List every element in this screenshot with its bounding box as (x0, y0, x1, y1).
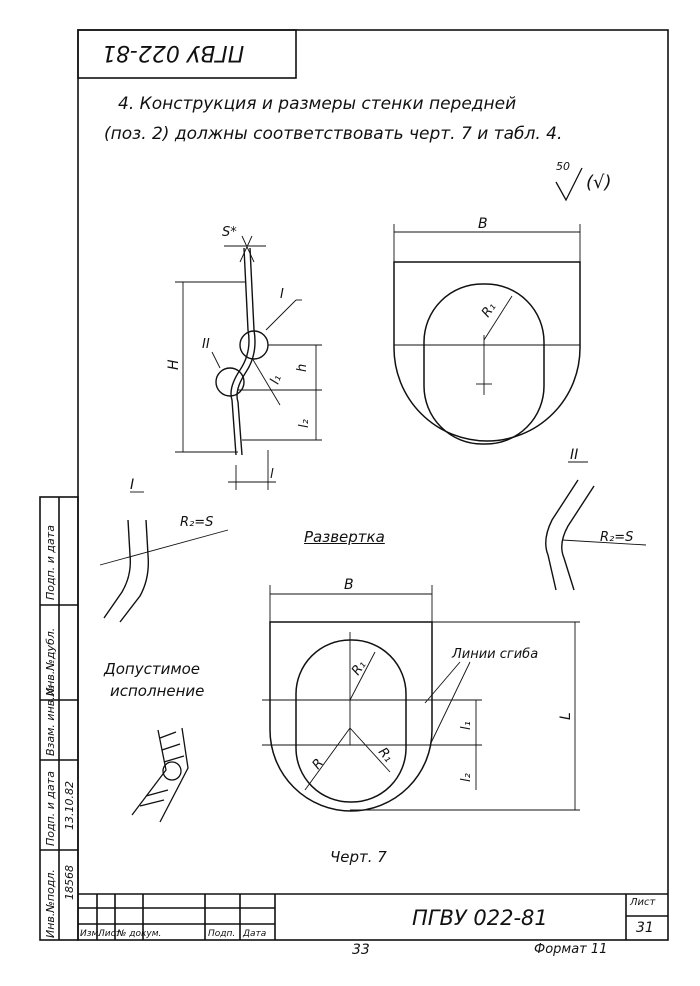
side-col-replace: Взам. инв.№ (44, 685, 57, 756)
development-view (269, 621, 433, 812)
title-block-sheet-number: 31 (636, 920, 654, 936)
note-line-1: 4. Конструкция и размеры стенки передней (118, 94, 517, 114)
detail-II-title: II (570, 447, 578, 463)
side-col-sign1: Подп. и дата (44, 771, 57, 846)
front-view-dimensions (393, 224, 581, 395)
detail-I-title: I (130, 477, 134, 493)
tb-header-sign: Подп. (208, 929, 235, 939)
detail-I-r2: R₂=S (180, 515, 213, 530)
alt-design-line2: исполнение (110, 682, 205, 700)
dev-label-bend-lines: Линии сгиба (451, 647, 538, 662)
tb-header-sheet: Лист (97, 929, 122, 939)
frame-border (77, 29, 669, 941)
tb-header-date: Дата (242, 929, 266, 939)
detail-I-view (103, 519, 150, 623)
detail-II-view (545, 479, 595, 591)
side-col-inv: Инв.№подл. (44, 869, 57, 938)
side-value-inv: 18568 (63, 865, 76, 900)
format-label: Формат 11 (534, 942, 608, 957)
label-s: S* (222, 225, 237, 240)
side-view-profile (215, 247, 269, 456)
side-value-date: 13.10.82 (63, 781, 76, 830)
label-H: H (166, 359, 182, 370)
front-label-R1: R₁ (479, 300, 499, 320)
label-II: II (202, 337, 210, 352)
title-block-doc-code: ПГВУ 022-81 (412, 906, 548, 930)
alt-design-view (131, 727, 189, 823)
front-label-B: B (478, 216, 488, 232)
dev-label-R: R (310, 756, 327, 773)
drawing-caption: Черт. 7 (330, 848, 387, 866)
dev-label-R1-top: R₁ (349, 658, 369, 678)
label-I: I (280, 287, 284, 302)
roughness-paren: (√) (586, 172, 612, 193)
development-dimensions (262, 585, 580, 811)
roughness-value: 50 (556, 160, 570, 173)
roughness-check (555, 167, 583, 202)
label-l: l (270, 467, 274, 482)
code-box-text: ПГВУ 022-81 (102, 40, 245, 65)
code-box-frame (77, 29, 297, 79)
dev-label-R1-bottom: R₁ (375, 745, 396, 766)
dev-label-B: B (344, 577, 354, 593)
label-l1: l₁ (268, 373, 285, 386)
side-col-dup: Инв.№дубл. (44, 628, 57, 696)
dev-label-l1: l₁ (459, 721, 474, 730)
dev-label-l2: l₂ (459, 773, 474, 782)
tb-header-change: Изм. (80, 929, 101, 939)
alt-design-line1: Допустимое (104, 660, 201, 678)
label-l2: l₂ (297, 419, 312, 428)
side-col-sign2: Подп. и дата (44, 525, 57, 600)
detail-II-r2: R₂=S (600, 530, 633, 545)
front-view-part (393, 261, 581, 445)
dev-label-L: L (558, 712, 574, 720)
development-title: Развертка (304, 528, 385, 546)
page-number: 33 (352, 942, 370, 958)
tb-header-docnum: № докум. (116, 929, 161, 939)
label-h: h (295, 364, 310, 372)
title-block-sheet-label: Лист (630, 897, 656, 908)
note-line-2: (поз. 2) должны соответствовать черт. 7 … (104, 124, 563, 144)
side-view-dimensions (175, 235, 322, 490)
